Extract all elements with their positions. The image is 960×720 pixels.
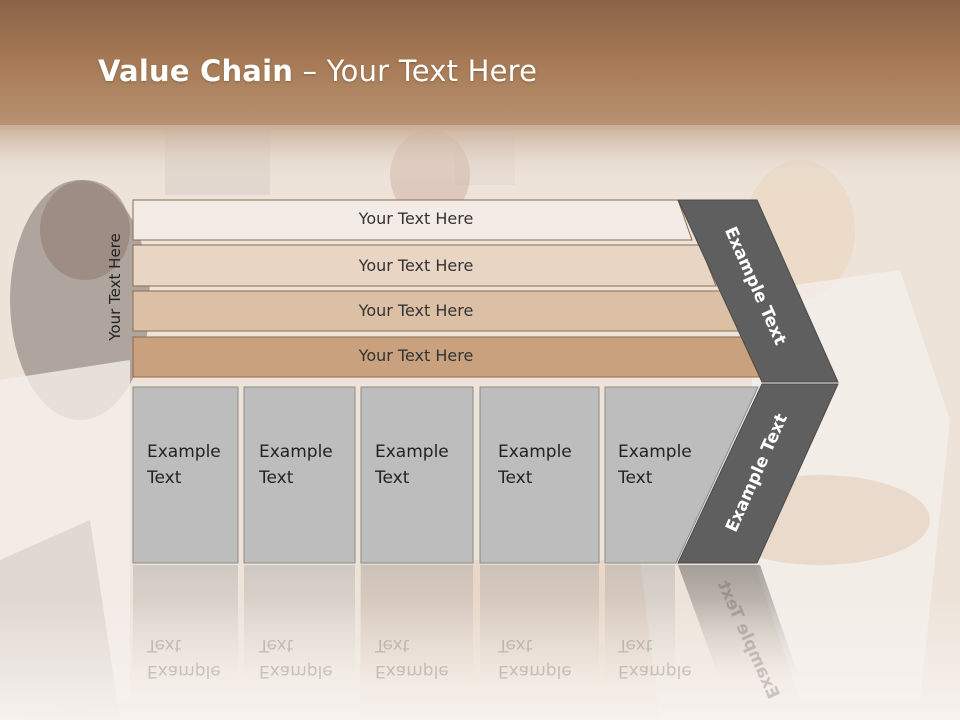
- row-label-4: Your Text Here: [358, 346, 474, 365]
- box-5-line-2: Text: [618, 468, 653, 488]
- box-1-line-1: Example: [147, 442, 221, 462]
- box-5: [604, 386, 759, 564]
- box-2-line-1: Example: [259, 442, 333, 462]
- chevron-bottom: [677, 383, 839, 564]
- box-4: [479, 386, 600, 564]
- box-1-line-2: Text: [147, 468, 182, 488]
- chevron-top: [677, 199, 839, 383]
- row-bar-1: [132, 199, 693, 241]
- box-2: [243, 386, 356, 564]
- box-1: [132, 386, 239, 564]
- slide-title: Value Chain – Your Text Here: [98, 54, 537, 88]
- box-3-line-1: Example: [375, 442, 449, 462]
- box-2-line-2: Text: [259, 468, 294, 488]
- box-4-line-1: Example: [498, 442, 572, 462]
- row-label-1: Your Text Here: [358, 209, 474, 228]
- row-bar-2: [132, 244, 717, 287]
- row-label-3: Your Text Here: [358, 301, 474, 320]
- title-bold: Value Chain: [98, 54, 294, 88]
- row-label-2: Your Text Here: [358, 256, 474, 275]
- box-4-line-2: Text: [498, 468, 533, 488]
- box-3-line-2: Text: [375, 468, 410, 488]
- box-5-line-1: Example: [618, 442, 692, 462]
- title-rest: – Your Text Here: [293, 54, 538, 88]
- box-3: [360, 386, 474, 564]
- vertical-label: Your Text Here: [106, 233, 124, 341]
